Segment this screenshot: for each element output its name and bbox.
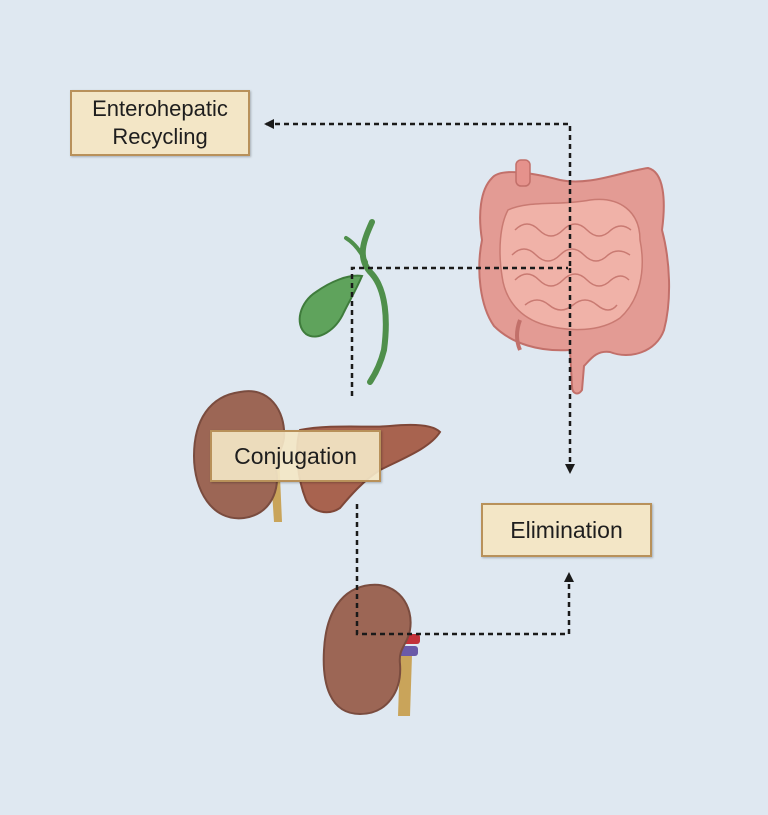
gallbladder-illustration xyxy=(298,219,389,385)
gallbladder xyxy=(298,274,364,338)
line-conjugation-to-kidney xyxy=(355,504,569,636)
kidney-lower xyxy=(322,583,412,716)
intestine-illustration xyxy=(478,159,671,395)
elimination-label: Elimination xyxy=(510,516,623,543)
elimination-box: Elimination xyxy=(481,503,652,557)
kidney-lower-illustration xyxy=(322,583,420,716)
arrow-to-recycling xyxy=(264,119,572,266)
recycling-label-line2: Recycling xyxy=(112,124,208,149)
conjugation-box: Conjugation xyxy=(210,430,381,482)
recycling-label-line1: Enterohepatic xyxy=(92,96,228,121)
conjugation-label: Conjugation xyxy=(234,442,357,469)
enterohepatic-recycling-box: Enterohepatic Recycling xyxy=(70,90,250,156)
line-gallbladder-to-intestine xyxy=(350,266,568,396)
